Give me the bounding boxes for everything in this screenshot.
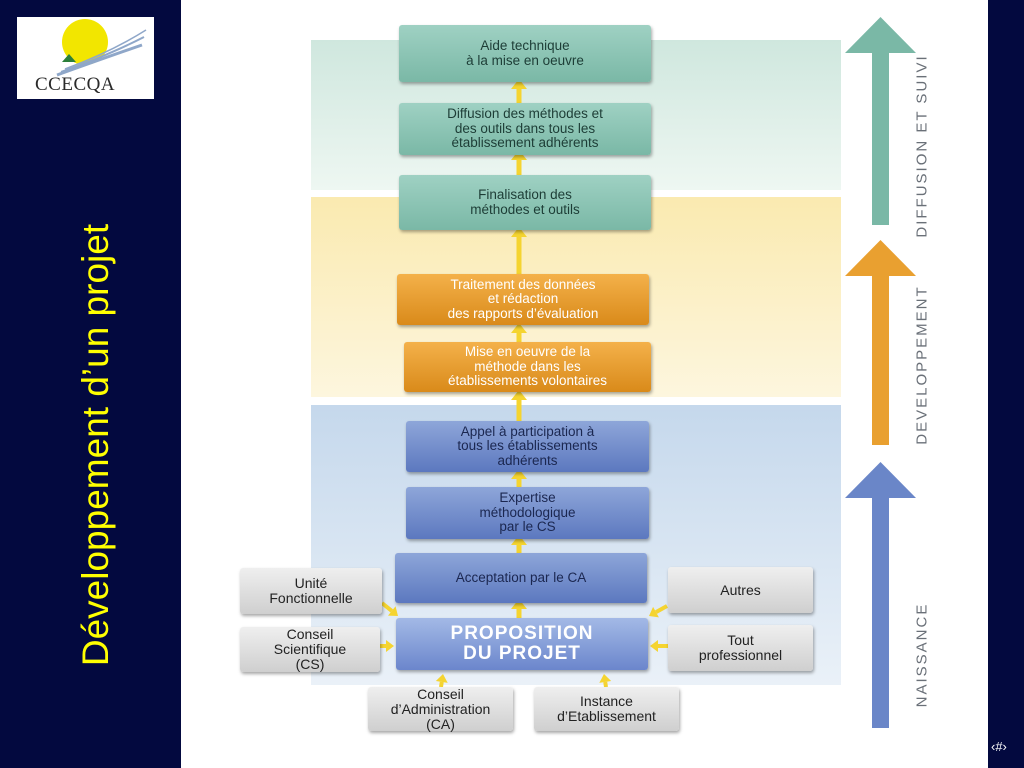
step-mise-en-oeuvre: Mise en oeuvre de la méthode dans les ét… <box>404 342 651 392</box>
flow-arrow-5-shaft <box>516 478 522 487</box>
source-arrow-4-head <box>649 606 659 618</box>
phase-label-naissance: NAISSANCE <box>913 602 931 708</box>
flow-arrow-7-shaft <box>516 608 522 618</box>
phase-arrow-developpement-head <box>845 240 916 276</box>
step-appel-participation: Appel à participation à tous les établis… <box>406 421 649 472</box>
step-finalisation: Finalisation des méthodes et outils <box>399 175 651 230</box>
phase-arrow-naissance-head <box>845 462 916 498</box>
source-autres: Autres <box>668 567 813 613</box>
phase-label-developpement: DEVELOPPEMENT <box>913 285 931 445</box>
flow-arrow-1-shaft <box>516 159 522 175</box>
right-strip <box>988 0 1024 768</box>
connector-arrows <box>380 17 916 728</box>
ccecqa-logo: CCECQA <box>17 17 154 99</box>
source-arrow-3-shaft <box>603 681 608 688</box>
source-arrow-3-head <box>599 674 612 683</box>
flow-arrow-4-head <box>511 390 527 400</box>
sun-logo-icon <box>56 19 147 77</box>
step-proposition-projet: PROPOSITION DU PROJET <box>396 618 648 670</box>
phase-arrow-naissance-shaft <box>872 496 889 728</box>
step-acceptation: Acceptation par le CA <box>395 553 647 603</box>
source-arrow-5-head <box>650 640 658 652</box>
source-arrow-4-shaft <box>655 604 668 614</box>
source-conseil-scientifique: Conseil Scientifique (CS) <box>240 627 380 672</box>
phase-arrow-diffusion-head <box>845 17 916 53</box>
logo-text: CCECQA <box>35 74 116 95</box>
diagram-area: Aide technique à la mise en oeuvre Diffu… <box>181 0 988 768</box>
flow-arrow-2-shaft <box>516 236 522 274</box>
step-expertise: Expertise méthodologique par le CS <box>406 487 649 539</box>
step-traitement: Traitement des données et rédaction des … <box>397 274 649 325</box>
flow-arrow-6-head <box>511 535 527 545</box>
flow-arrow-7-head <box>511 599 527 609</box>
flow-arrow-0-head <box>511 79 527 89</box>
flow-arrow-5-head <box>511 469 527 479</box>
title-panel: CCECQA Développement d’un projet <box>0 0 181 768</box>
flow-arrow-3-shaft <box>516 332 522 342</box>
source-arrow-2-head <box>435 674 448 683</box>
phase-arrow-developpement-shaft <box>872 274 889 445</box>
flow-arrow-0-shaft <box>516 88 522 103</box>
slide-title: Développement d’un projet <box>75 223 116 667</box>
source-arrow-0-head <box>388 606 398 616</box>
page-number: ‹#› <box>991 739 1007 754</box>
flow-arrow-1-head <box>511 150 527 160</box>
phase-label-diffusion: DIFFUSION ET SUIVI <box>913 54 931 238</box>
source-arrow-0-shaft <box>380 601 394 613</box>
flow-arrow-3-head <box>511 323 527 333</box>
source-arrow-1-head <box>386 640 394 652</box>
source-conseil-administration: Conseil d’Administration (CA) <box>368 686 513 731</box>
phase-arrow-diffusion-shaft <box>872 51 889 225</box>
source-arrow-2-shaft <box>439 681 444 688</box>
flow-arrow-6-shaft <box>516 544 522 553</box>
step-diffusion: Diffusion des méthodes et des outils dan… <box>399 103 651 155</box>
flow-arrow-2-head <box>511 227 527 237</box>
step-aide-technique: Aide technique à la mise en oeuvre <box>399 25 651 82</box>
source-unite-fonctionnelle: Unité Fonctionnelle <box>240 568 382 614</box>
flow-arrow-4-shaft <box>516 399 522 421</box>
source-tout-professionnel: Tout professionnel <box>668 625 813 671</box>
source-instance-etablissement: Instance d’Etablissement <box>534 687 679 731</box>
